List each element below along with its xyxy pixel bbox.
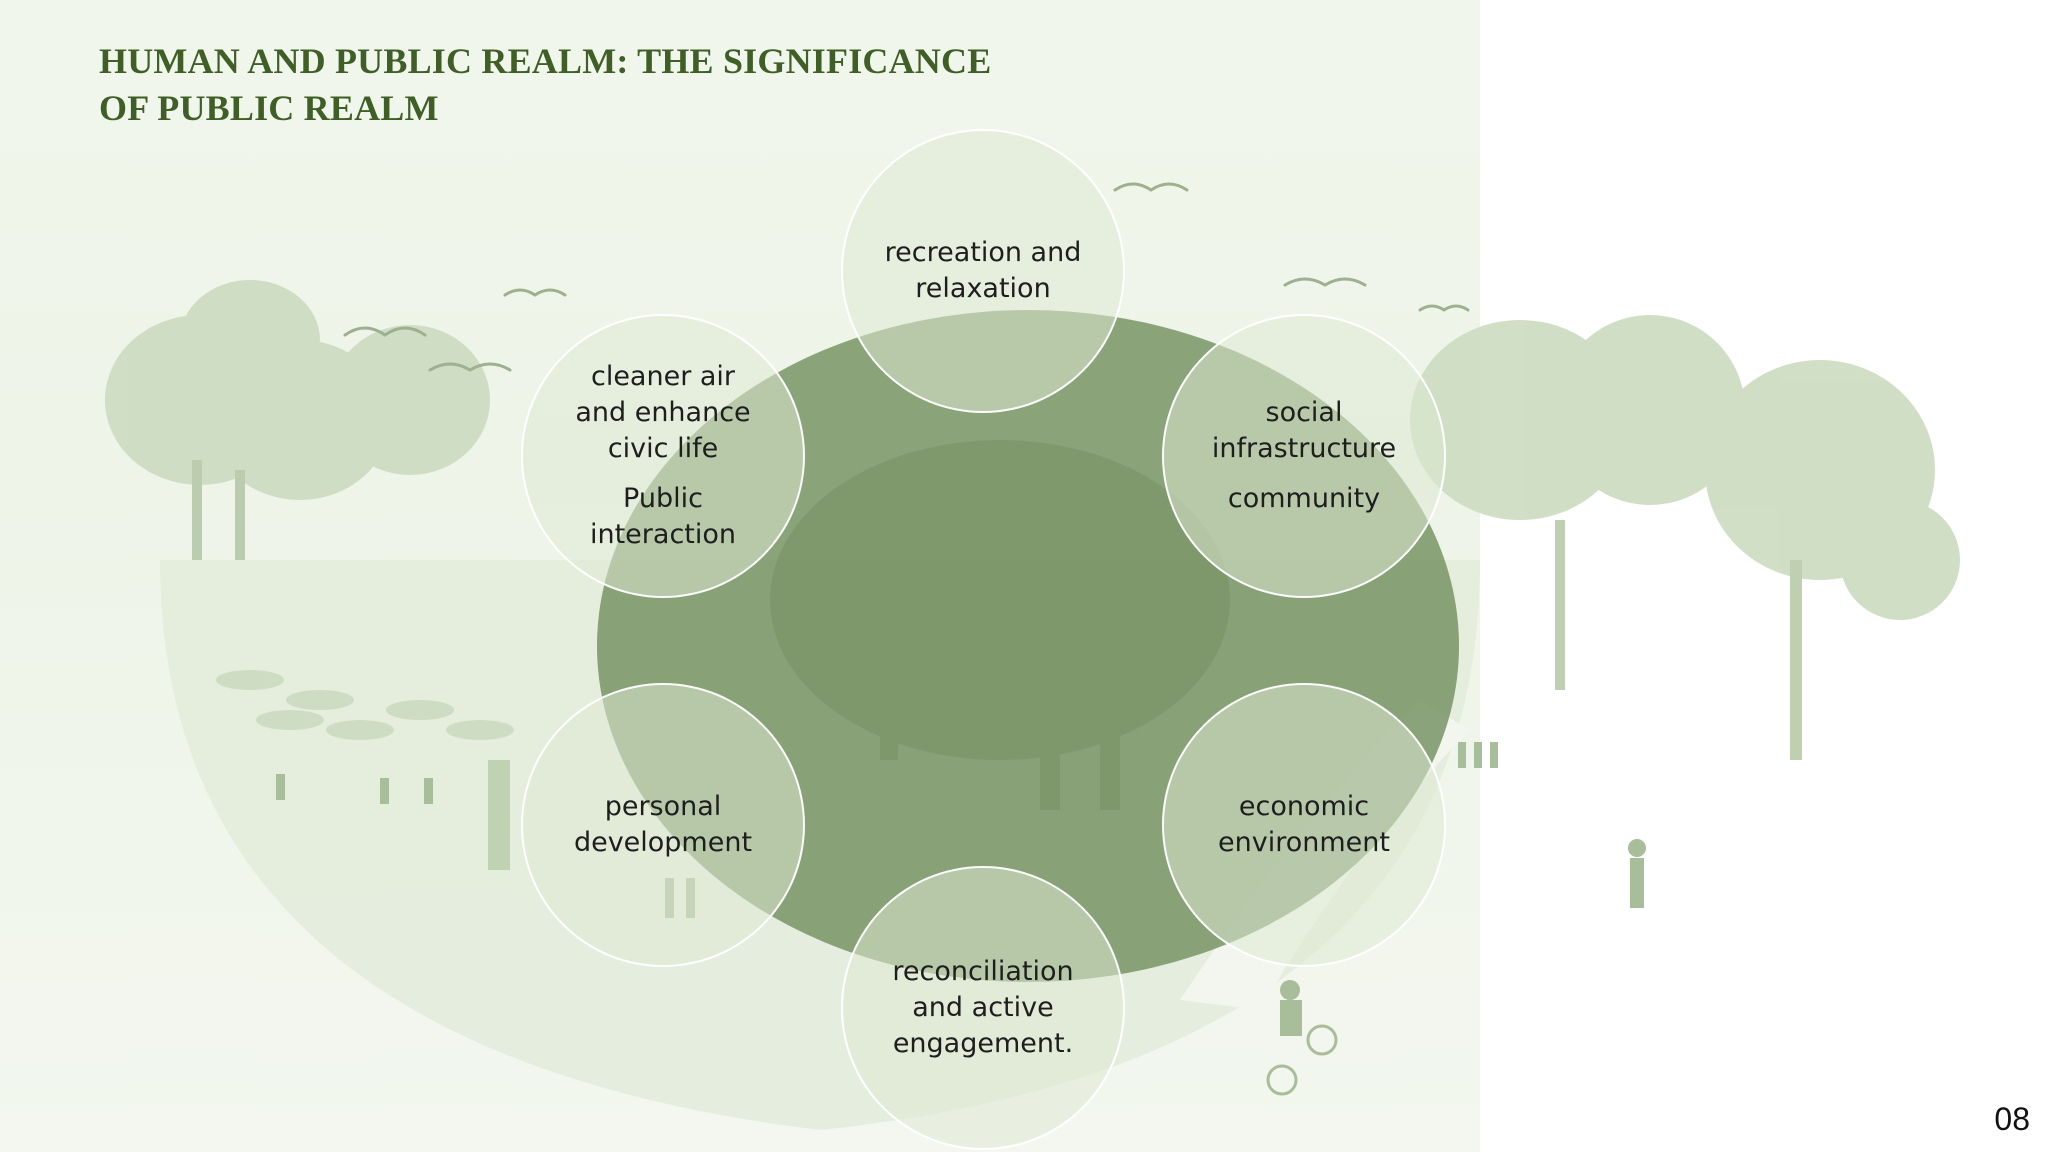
bubble-recreation-line-2: relaxation (915, 273, 1051, 304)
bubble-economic-line-1: economic (1238, 791, 1370, 822)
bubble-cleaner-air: cleaner air and enhance civic life Publi… (521, 314, 805, 598)
bubble-economic-line-2: environment (1218, 827, 1390, 858)
tree-cluster-right (1410, 315, 1960, 760)
title-line-2: OF PUBLIC REALM (99, 88, 439, 128)
bubble-social-sub-1: community (1227, 483, 1381, 514)
bubble-social-line-2: infrastructure (1211, 433, 1397, 464)
bubble-recreation: recreation and relaxation (841, 129, 1125, 413)
stepping-stones (216, 670, 514, 740)
bubble-reconciliation-line-3: engagement. (892, 1028, 1074, 1059)
title-line-1: HUMAN AND PUBLIC REALM: THE SIGNIFICANCE (99, 41, 992, 81)
bubble-reconciliation: reconciliation and active engagement. (841, 866, 1125, 1150)
bubble-cleaner-air-sub-2: interaction (589, 519, 737, 550)
bubble-cleaner-air-line-1: cleaner air (590, 361, 736, 392)
bubble-personal-development: personal development (521, 683, 805, 967)
bubble-cleaner-air-sub-1: Public (623, 483, 703, 514)
bubble-social-line-1: social (1265, 397, 1343, 428)
slide-title: HUMAN AND PUBLIC REALM: THE SIGNIFICANCE… (99, 38, 1099, 132)
bubble-personal-line-1: personal (604, 791, 722, 822)
bubble-social-infrastructure: social infrastructure community (1162, 314, 1446, 598)
bubble-cleaner-air-line-2: and enhance (575, 397, 751, 428)
bubble-reconciliation-line-1: reconciliation (892, 956, 1074, 987)
birds (343, 182, 1470, 372)
page-number: 08 (1994, 1101, 2030, 1137)
bubble-cleaner-air-line-3: civic life (607, 433, 719, 464)
bubble-recreation-line-1: recreation and (884, 237, 1082, 268)
bubble-economic-environment: economic environment (1162, 683, 1446, 967)
bubble-personal-line-2: development (573, 827, 753, 858)
bubble-reconciliation-line-2: and active (912, 992, 1054, 1023)
